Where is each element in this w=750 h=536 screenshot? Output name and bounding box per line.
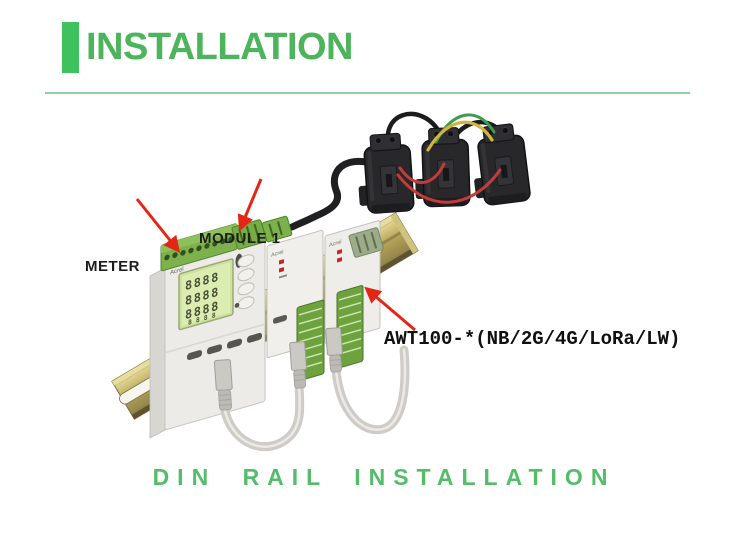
- annotation-arrows: [135, 178, 416, 332]
- module-1-device: Acrel: [266, 229, 325, 382]
- brand-logo: Acrel: [329, 239, 342, 248]
- meter-label: METER: [85, 258, 140, 275]
- module2-side-connector: [336, 285, 364, 369]
- brand-logo: Acrel: [170, 266, 184, 277]
- ct-3: [474, 123, 531, 206]
- arrow-meter: [135, 198, 181, 253]
- patch-cables: [219, 345, 410, 452]
- arrow-module1: [237, 178, 263, 232]
- figure-caption: DIN RAIL INSTALLATION: [152, 464, 616, 490]
- page-title: INSTALLATION: [86, 26, 354, 68]
- installation-figure: Acrel 8888 8888 8888 8888: [0, 100, 750, 460]
- status-led: [337, 249, 342, 255]
- module1-top-connector-b: [261, 215, 293, 243]
- meter-side-face: [149, 267, 166, 439]
- module1-label: MODULE 1: [199, 230, 281, 247]
- rj45-plug-module1: [289, 341, 307, 389]
- brand-logo: Acrel: [271, 249, 284, 258]
- rj45-plug-meter: [213, 359, 233, 411]
- current-transformers: [358, 113, 531, 214]
- header-divider: [45, 92, 690, 94]
- meter-vents: [187, 332, 262, 360]
- rj45-plug-module2: [325, 327, 343, 373]
- status-led: [279, 259, 284, 265]
- title-accent-bar: [62, 22, 79, 73]
- model-text: AWT100-*(NB/2G/4G/LoRa/LW): [384, 328, 681, 350]
- meter-device: Acrel 8888 8888 8888 8888: [160, 223, 266, 431]
- product-photo: Acrel 8888 8888 8888 8888: [111, 111, 531, 452]
- arrow-model: [364, 286, 416, 332]
- ct-1: [358, 132, 415, 214]
- status-led: [279, 267, 284, 273]
- module2-top-connector: [348, 227, 384, 258]
- lcd-display: 8888 8888 8888 8888: [178, 258, 234, 331]
- status-led: [337, 257, 342, 263]
- ct-wires: [396, 113, 502, 204]
